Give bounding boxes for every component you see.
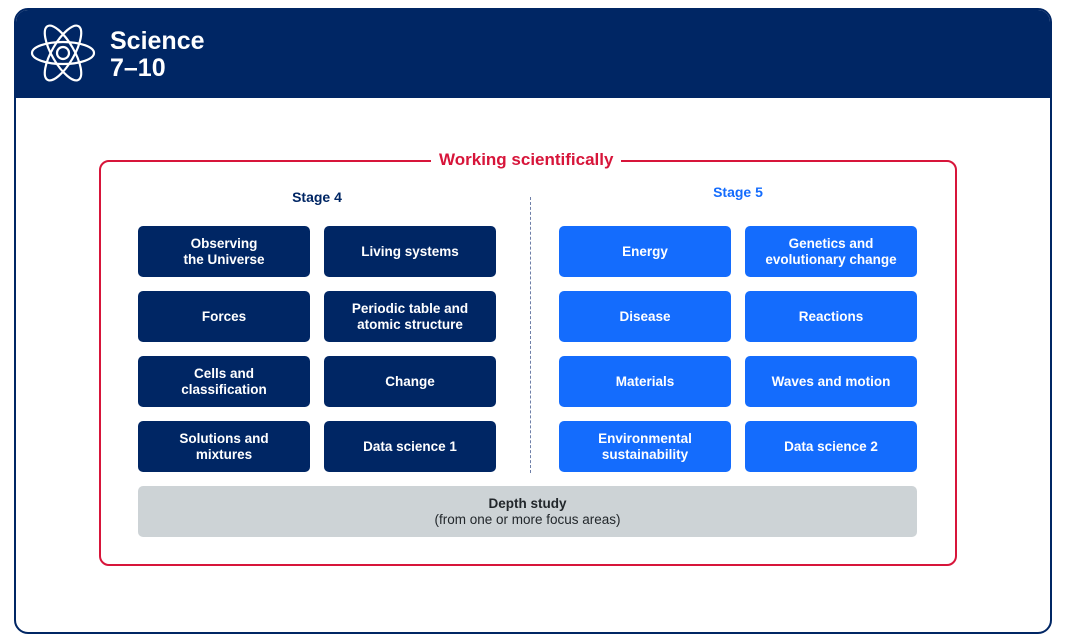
stage5-focus-area: Materials [559,356,731,407]
syllabus-card: Science 7–10 [14,8,1052,634]
atom-icon [30,24,96,82]
stage4-focus-area: Living systems [324,226,496,277]
stage5-focus-area: Disease [559,291,731,342]
depth-study-subtitle: (from one or more focus areas) [434,512,621,527]
header: Science 7–10 [16,10,1050,98]
depth-study-title: Depth study [488,496,567,511]
working-scientifically-label: Working scientifically [431,149,622,171]
stage4-focus-area: Periodic table and atomic structure [324,291,496,342]
depth-study: Depth study (from one or more focus area… [138,486,917,537]
stage4-focus-area: Observing the Universe [138,226,310,277]
stage5-focus-area: Data science 2 [745,421,917,472]
stage5-focus-area: Energy [559,226,731,277]
stage-divider [530,197,531,473]
stage-5-heading: Stage 5 [713,184,763,200]
stage4-focus-area: Solutions and mixtures [138,421,310,472]
stage4-focus-area: Data science 1 [324,421,496,472]
stage5-focus-area: Waves and motion [745,356,917,407]
page-title: Science 7–10 [110,28,205,82]
stage5-focus-area: Reactions [745,291,917,342]
stage5-focus-area: Environmental sustainability [559,421,731,472]
stage5-focus-area: Genetics and evolutionary change [745,226,917,277]
stage4-focus-area: Forces [138,291,310,342]
stage-4-heading: Stage 4 [292,189,342,205]
stage4-focus-area: Cells and classification [138,356,310,407]
title-years: 7–10 [110,54,166,82]
title-subject: Science [110,27,205,55]
stage4-focus-area: Change [324,356,496,407]
